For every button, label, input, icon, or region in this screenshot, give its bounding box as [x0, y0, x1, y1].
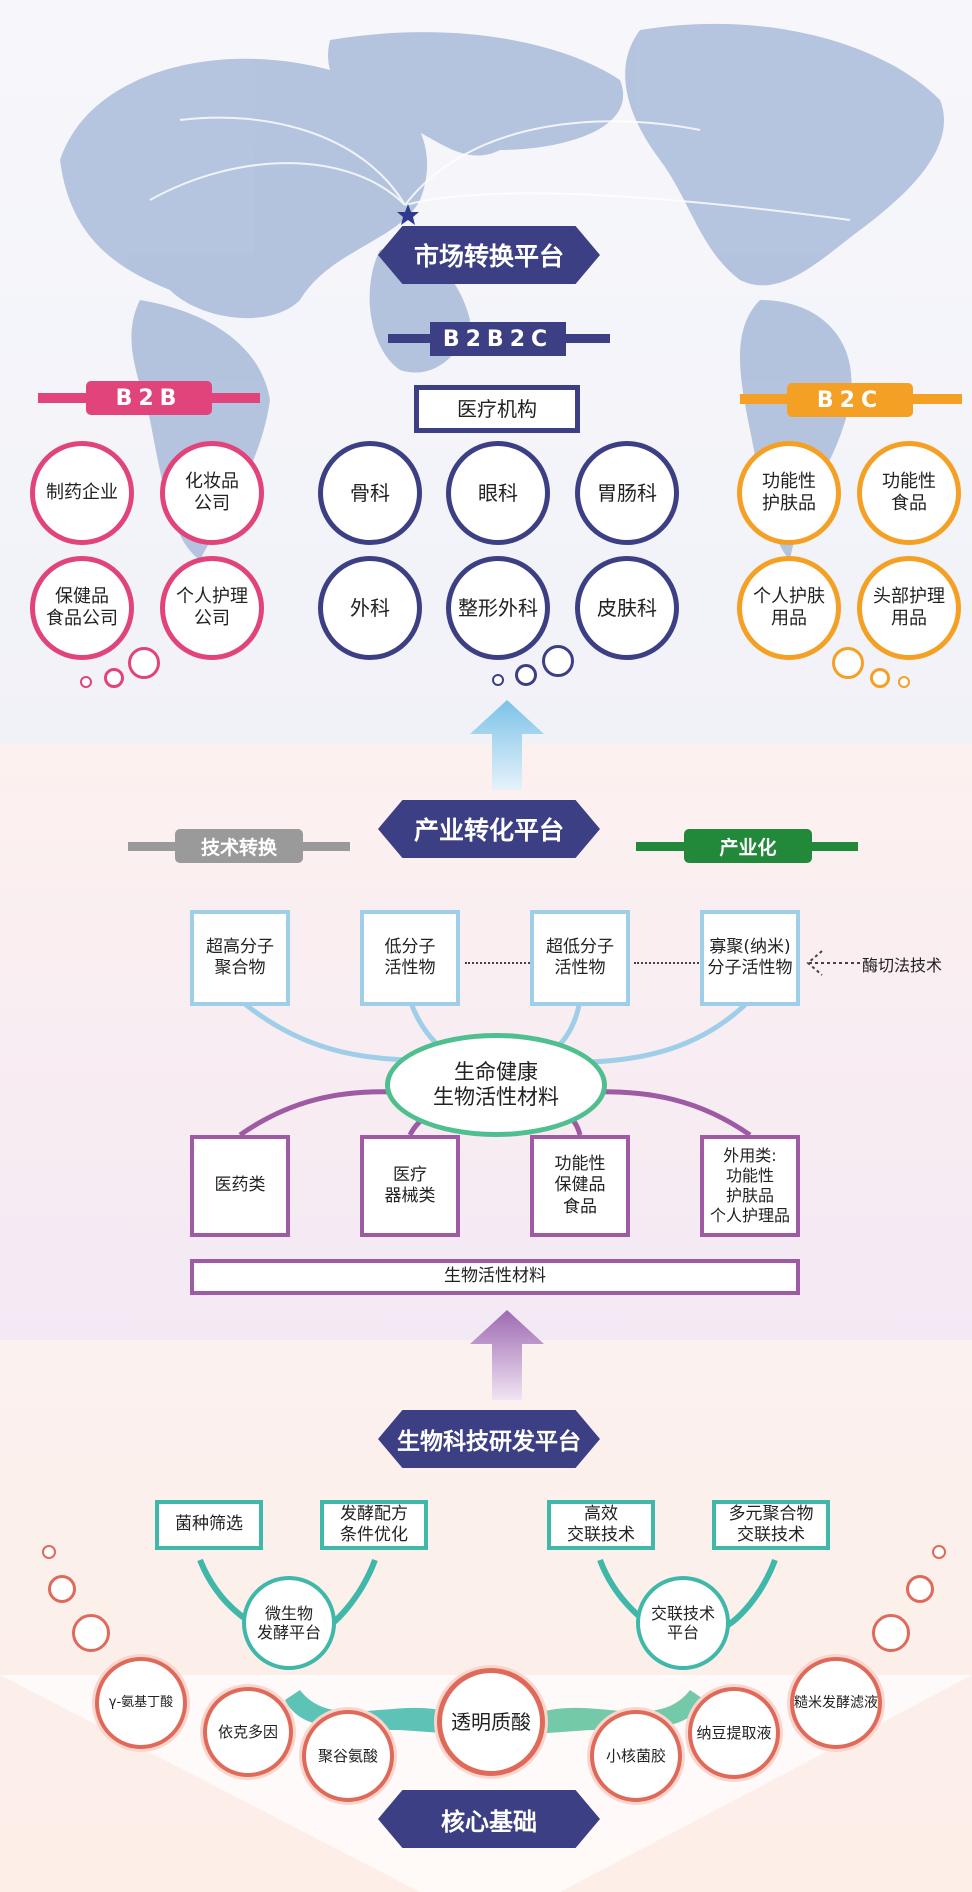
rd-method-box: 高效 交联技术: [547, 1500, 655, 1550]
decorative-bubble: [832, 647, 864, 679]
medical-dept-circle: 外科: [318, 556, 422, 660]
dotted-connector: [465, 962, 530, 964]
decorative-bubble: [870, 668, 890, 688]
b2c-circle: 头部护理 用品: [857, 556, 961, 660]
rd-method-box: 发酵配方 条件优化: [320, 1500, 428, 1550]
b2b-circle: 个人护理 公司: [160, 556, 264, 660]
decorative-bubble: [872, 1614, 910, 1652]
b2b-circle: 制药企业: [30, 441, 134, 545]
decorative-bubble: [42, 1545, 56, 1559]
application-box: 外用类: 功能性 护肤品 个人护理品: [700, 1135, 800, 1237]
medical-dept-circle: 眼科: [446, 441, 550, 545]
market-platform-hex: 市场转换平台: [378, 226, 600, 284]
application-box: 医疗 器械类: [360, 1135, 460, 1237]
rd-method-box: 菌种筛选: [155, 1500, 263, 1550]
enzyme-arrow-icon: [806, 950, 860, 976]
medical-dept-circle: 胃肠科: [575, 441, 679, 545]
molecule-box: 寡聚(纳米) 分子活性物: [700, 910, 800, 1006]
tech-transfer-label: 技术转换: [175, 829, 303, 863]
up-arrow-icon: [470, 700, 544, 790]
molecule-box: 低分子 活性物: [360, 910, 460, 1006]
up-arrow-icon: [470, 1310, 544, 1400]
product-circle: 聚谷氨酸: [302, 1710, 394, 1802]
molecule-box: 超高分子 聚合物: [190, 910, 290, 1006]
decorative-bubble: [128, 647, 160, 679]
hyaluronic-acid-node: 透明质酸: [437, 1668, 545, 1776]
industry-platform-hex: 产业转化平台: [378, 800, 600, 858]
b2b-label: B2B: [86, 381, 212, 415]
product-circle: 糙米发酵滤液: [790, 1657, 882, 1749]
b2c-circle: 功能性 护肤品: [737, 441, 841, 545]
product-circle: γ-氨基丁酸: [95, 1657, 187, 1749]
product-circle: 依克多因: [203, 1687, 293, 1777]
application-box: 医药类: [190, 1135, 290, 1237]
b2c-circle: 功能性 食品: [857, 441, 961, 545]
decorative-bubble: [515, 664, 537, 686]
bioactive-center-ellipse: 生命健康 生物活性材料: [385, 1033, 607, 1137]
bioactive-base-bar: 生物活性材料: [190, 1259, 800, 1295]
dotted-connector: [634, 962, 699, 964]
fermentation-platform-node: 微生物 发酵平台: [242, 1576, 336, 1670]
medical-dept-circle: 整形外科: [446, 556, 550, 660]
molecule-box: 超低分子 活性物: [530, 910, 630, 1006]
product-circle: 小核菌胶: [590, 1710, 682, 1802]
decorative-bubble: [542, 645, 574, 677]
enzyme-technique-label: 酶切法技术: [862, 956, 943, 975]
rd-method-box: 多元聚合物 交联技术: [712, 1500, 830, 1550]
decorative-bubble: [492, 674, 504, 686]
rd-platform-hex: 生物科技研发平台: [378, 1410, 600, 1468]
decorative-bubble: [80, 676, 92, 688]
medical-dept-circle: 皮肤科: [575, 556, 679, 660]
b2b2c-label: B2B2C: [430, 322, 566, 356]
decorative-bubble: [48, 1575, 76, 1603]
decorative-bubble: [104, 668, 124, 688]
medical-institution-label: 医疗机构: [414, 385, 580, 433]
product-circle: 纳豆提取液: [688, 1687, 780, 1779]
industrialization-label: 产业化: [684, 829, 812, 863]
decorative-bubble: [932, 1545, 946, 1559]
decorative-bubble: [72, 1614, 110, 1652]
b2b-circle: 保健品 食品公司: [30, 556, 134, 660]
application-box: 功能性 保健品 食品: [530, 1135, 630, 1237]
b2c-circle: 个人护肤 用品: [737, 556, 841, 660]
b2b-circle: 化妆品 公司: [160, 441, 264, 545]
core-foundation-hex: 核心基础: [378, 1790, 600, 1848]
b2c-label: B2C: [787, 383, 913, 417]
decorative-bubble: [906, 1575, 934, 1603]
crosslink-platform-node: 交联技术 平台: [636, 1576, 730, 1670]
medical-dept-circle: 骨科: [318, 441, 422, 545]
decorative-bubble: [898, 676, 910, 688]
